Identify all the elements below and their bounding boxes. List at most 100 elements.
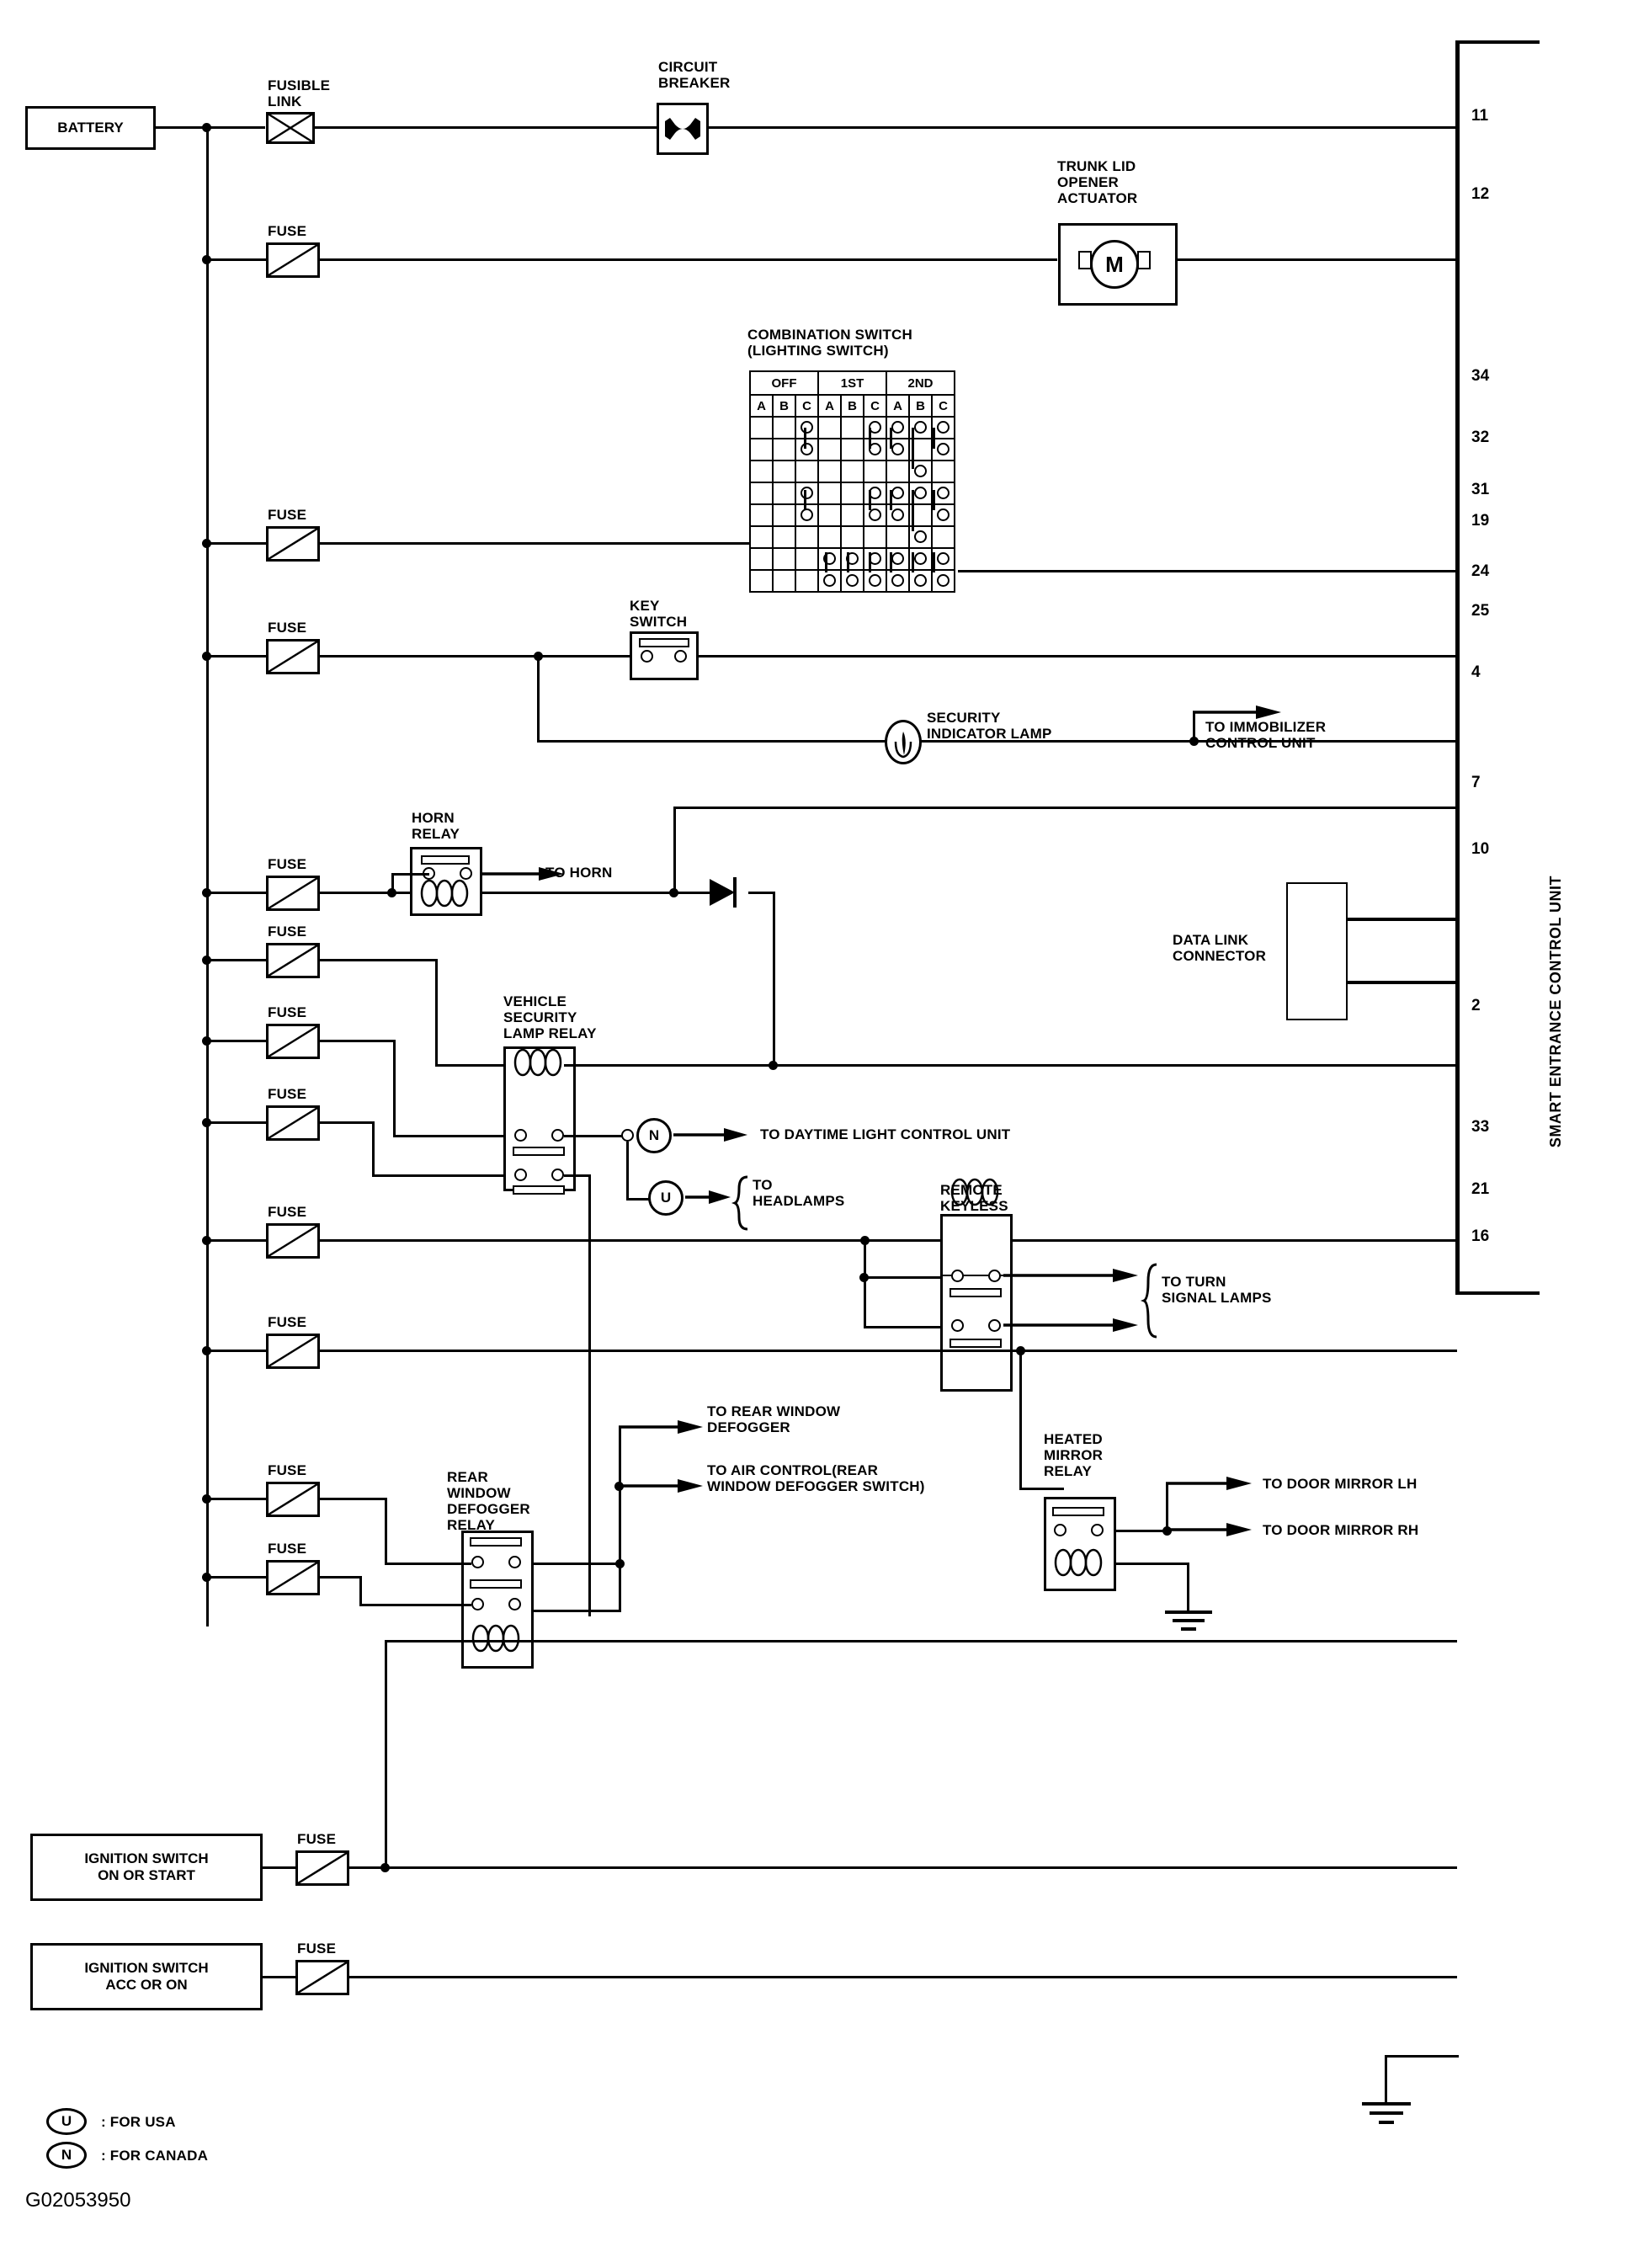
rear-window-defogger-relay-label: REAR WINDOW DEFOGGER RELAY [447, 1469, 530, 1533]
rke-terminal-2-right [988, 1319, 1001, 1332]
fuse-vslr-1-slash-icon [268, 944, 318, 977]
cs-terminal-8: C [931, 394, 955, 418]
junction-diode-pin4 [769, 1061, 778, 1070]
wire-rwd-contact2-feed [359, 1604, 471, 1606]
cs-data-row [749, 525, 955, 549]
wire-dlc-to-pin25 [1348, 981, 1457, 984]
cs-contact-dot [891, 443, 904, 455]
wire-fuse-vslr2-right [320, 1040, 396, 1042]
wire-vslr-down-to-ign [385, 1640, 591, 1642]
cs-terminal-1: B [772, 394, 796, 418]
wire-combination-switch-to-pin34 [958, 570, 1457, 572]
cs-contact-dot [869, 508, 881, 521]
arrow-to-headlamps-icon [685, 1190, 731, 1204]
wire-diode-riser [673, 807, 676, 894]
cs-position-2nd: 2ND [886, 370, 955, 396]
cs-terminal-6: A [886, 394, 910, 418]
cs-terminal-3: A [817, 394, 842, 418]
control-unit-rail-bottom [1455, 1291, 1540, 1295]
wire-vslr-coil-feed [435, 1064, 505, 1067]
diode-icon [710, 877, 737, 908]
cs-cell-r6-c3 [817, 547, 842, 571]
pin-number-4: 4 [1471, 663, 1481, 681]
security-lamp-filament-icon [894, 732, 912, 759]
cs-contact-dot [937, 552, 949, 565]
vslr-terminal-1-left [514, 1129, 527, 1142]
fuse-rke-slash-icon [268, 1224, 318, 1258]
cs-cell-r5-c6 [886, 525, 910, 549]
to-rear-window-defogger-label: TO REAR WINDOW DEFOGGER [707, 1403, 841, 1435]
wire-bus-to-fuse-vslr3 [206, 1121, 266, 1124]
cs-cell-r0-c5 [863, 416, 887, 439]
arrow-to-air-control-icon [619, 1479, 703, 1493]
horn-relay-terminal-right [460, 867, 472, 880]
cs-cell-r2-c1 [772, 460, 796, 483]
cs-cell-r0-c2 [795, 416, 819, 439]
diagram-code: G02053950 [25, 2189, 131, 2212]
cs-terminal-7: B [908, 394, 933, 418]
cs-cell-r2-c3 [817, 460, 842, 483]
fuse-vslr-1-label: FUSE [268, 924, 307, 940]
vslr-contact-bar-1 [513, 1147, 565, 1156]
cs-cell-r3-c4 [840, 482, 864, 505]
ground-symbol-main-icon [1362, 2102, 1411, 2124]
arrow-to-rear-window-defogger-icon [619, 1420, 703, 1434]
junction-fuse-vslr3 [202, 1118, 211, 1127]
cs-cell-r6-c6 [886, 547, 910, 571]
wire-rwd-out-2 [534, 1610, 621, 1612]
cs-cell-r0-c3 [817, 416, 842, 439]
cs-contact-dot [891, 508, 904, 521]
wire-bus-to-fuse-horn [206, 892, 266, 894]
wire-horn-relay-contact-feed [391, 873, 394, 893]
cs-contact-link [868, 428, 871, 449]
circuit-breaker-glyph-icon [665, 118, 700, 140]
cs-cell-r1-c2 [795, 438, 819, 461]
junction-fuse-vslr1 [202, 956, 211, 965]
cs-cell-r7-c2 [795, 569, 819, 593]
wire-fuse-vslr3-right [320, 1121, 375, 1124]
cs-contact-dot [869, 421, 881, 434]
arrow-to-turn-signal-1-icon [1003, 1269, 1138, 1282]
fuse-rwd-1-label: FUSE [268, 1462, 307, 1478]
cs-cell-r5-c5 [863, 525, 887, 549]
wire-hmr-ground-down [1187, 1563, 1189, 1613]
cs-contact-link [890, 551, 893, 573]
wire-horn-coil-right [482, 892, 710, 894]
cs-cell-r6-c5 [863, 547, 887, 571]
cs-contact-link [868, 489, 871, 511]
cs-cell-r5-c8 [931, 525, 955, 549]
junction-fuse-horn [202, 888, 211, 897]
vehicle-security-lamp-relay-box [503, 1046, 576, 1191]
cs-cell-r7-c7 [908, 569, 933, 593]
pin-number-12: 12 [1471, 185, 1490, 203]
to-horn-label: TO HORN [545, 865, 613, 881]
pin-number-21: 21 [1471, 1180, 1490, 1198]
wire-fuse-vslr3-down [372, 1121, 375, 1177]
wire-vslr-contact2-out [564, 1174, 591, 1177]
cs-cell-r4-c0 [749, 503, 774, 527]
wire-fusible-link-to-breaker [315, 126, 668, 129]
cs-contact-link [803, 489, 806, 511]
wire-bus-to-fuse34 [206, 542, 266, 545]
cs-contact-dot [937, 443, 949, 455]
fuse-12-label: FUSE [268, 223, 307, 239]
cs-cell-r3-c2 [795, 482, 819, 505]
cs-data-row [749, 482, 955, 505]
wire-fuse21-to-pin21 [349, 1976, 1457, 1978]
fuse-vslr-2-label: FUSE [268, 1004, 307, 1020]
wire-ground-riser [1385, 2055, 1387, 2104]
pin-number-25: 25 [1471, 602, 1490, 620]
fuse-vslr-3-label: FUSE [268, 1086, 307, 1102]
cs-contact-dot [914, 421, 927, 434]
wire-fuse32-to-keyswitch [320, 655, 631, 658]
cs-cell-r4-c2 [795, 503, 819, 527]
cs-contact-dot [914, 574, 927, 587]
cs-cell-r5-c3 [817, 525, 842, 549]
junction-fuse-rwd2 [202, 1573, 211, 1582]
junction-battery [202, 123, 211, 132]
cs-contact-dot [823, 574, 836, 587]
fuse-34-label: FUSE [268, 507, 307, 523]
trunk-lid-motor-icon: M [1090, 240, 1139, 289]
